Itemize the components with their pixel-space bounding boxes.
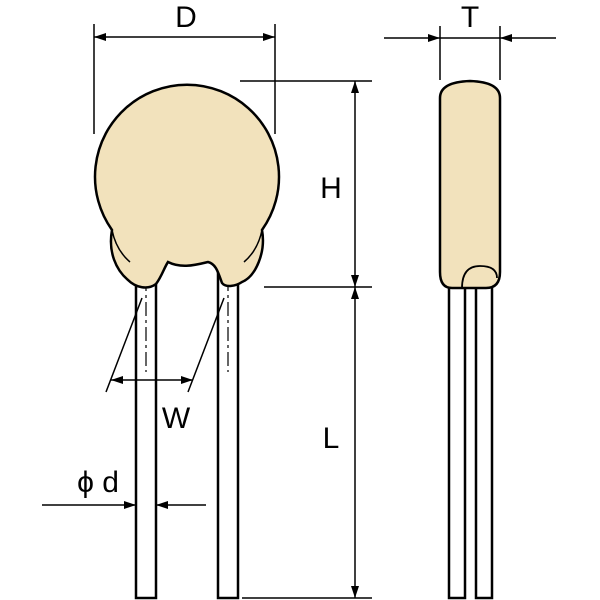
label-lead-diameter: ϕ d (77, 466, 119, 499)
front-view (93, 83, 281, 600)
side-lead-bend (461, 265, 498, 289)
dimension-lines (42, 24, 556, 599)
label-t: T (461, 1, 479, 34)
left-lead (134, 268, 158, 600)
body-seam-left (111, 229, 131, 263)
body-seam-right (243, 229, 263, 263)
w-leader-right (187, 297, 225, 393)
side-lead-1 (447, 268, 467, 600)
side-lead-2 (474, 268, 494, 600)
label-l: L (323, 422, 340, 455)
label-w: W (162, 402, 191, 435)
side-view (438, 79, 502, 600)
right-lead (216, 268, 240, 600)
label-h: H (320, 172, 342, 205)
capacitor-body (93, 83, 281, 289)
label-d: D (175, 1, 197, 34)
side-body (438, 79, 502, 290)
